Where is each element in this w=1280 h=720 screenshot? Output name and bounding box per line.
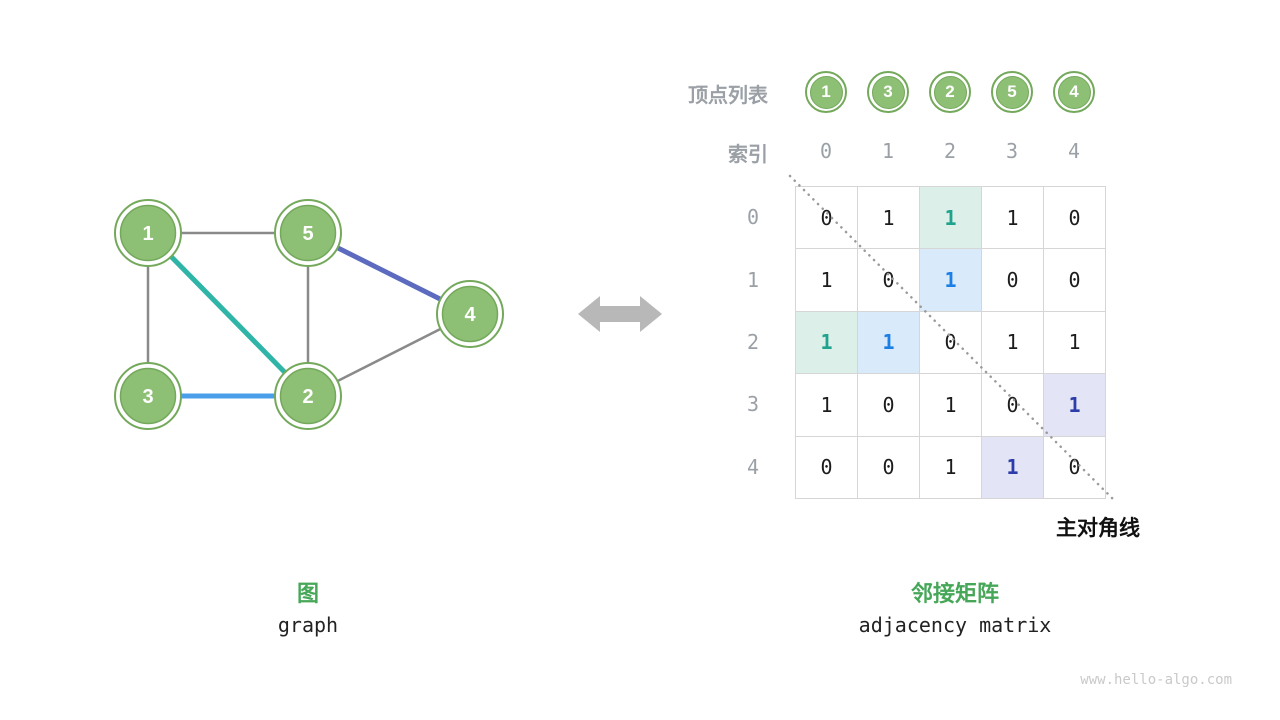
matrix-cell-3-0: 1: [796, 374, 858, 437]
vertex-chip-4: 4: [1053, 71, 1095, 113]
index-label: 索引: [728, 144, 768, 166]
vertex-chip-label: 2: [933, 75, 967, 109]
index-number-4: 4: [1067, 139, 1081, 163]
vertex-chip-1: 1: [805, 71, 847, 113]
row-label-2: 2: [746, 329, 760, 354]
matrix-cell-3-4: 1: [1044, 374, 1106, 437]
matrix-cell-4-0: 0: [796, 436, 858, 499]
matrix-cell-3-2: 1: [920, 374, 982, 437]
vertex-label: 5: [302, 223, 313, 245]
matrix-cell-0-3: 1: [982, 187, 1044, 250]
vertex-label: 1: [142, 223, 153, 245]
matrix-cell-1-1: 0: [858, 249, 920, 312]
matrix-cell-4-4: 0: [1044, 436, 1106, 499]
vertex-chip-5: 5: [991, 71, 1033, 113]
graph-vertex-1: 1: [114, 199, 182, 267]
vertex-layer: 1 5 4 3 2: [114, 199, 504, 430]
edge-layer: [146, 230, 472, 399]
matrix-cell-4-1: 0: [858, 436, 920, 499]
vertex-chip-label: 4: [1057, 75, 1091, 109]
vertex-label: 3: [142, 386, 153, 408]
main-diagonal-label: 主对角线: [1056, 517, 1140, 540]
matrix-cell-2-4: 1: [1044, 311, 1106, 375]
index-number-0: 0: [819, 139, 833, 163]
matrix-cell-2-2: 0: [920, 311, 982, 375]
matrix-cell-0-1: 1: [858, 187, 920, 250]
matrix-cell-2-0: 1: [796, 311, 858, 375]
matrix-cell-2-3: 1: [982, 311, 1044, 375]
index-number-3: 3: [1005, 139, 1019, 163]
matrix-cell-1-0: 1: [796, 249, 858, 312]
edge-2-4: [307, 312, 471, 398]
edge-1-2: [146, 231, 310, 398]
matrix-cell-3-3: 0: [982, 374, 1044, 437]
matrix-cell-1-2: 1: [920, 249, 982, 312]
matrix-cell-0-4: 0: [1044, 187, 1106, 250]
vertex-chip-label: 1: [809, 75, 843, 109]
graph-vertex-2: 2: [274, 362, 342, 430]
graph-caption-zh: 图: [296, 581, 319, 606]
vertex-chip-label: 3: [871, 75, 905, 109]
vertex-chip-label: 5: [995, 75, 1029, 109]
matrix-cell-4-3: 1: [982, 436, 1044, 499]
graph-vertex-4: 4: [436, 280, 504, 348]
graph-vertex-5: 5: [274, 199, 342, 267]
matrix-cell-0-2: 1: [920, 187, 982, 250]
matrix-cell-0-0: 0: [796, 187, 858, 250]
double-arrow-icon: [578, 296, 662, 332]
vertex-chip-3: 3: [867, 71, 909, 113]
vertex-label: 4: [464, 304, 476, 326]
vertex-list-label: 顶点列表: [688, 85, 768, 107]
row-label-4: 4: [746, 454, 760, 479]
graph-vertex-3: 3: [114, 362, 182, 430]
vertex-chip-2: 2: [929, 71, 971, 113]
index-number-2: 2: [943, 139, 957, 163]
edge-5-4: [306, 230, 472, 317]
vertex-label: 2: [302, 386, 313, 408]
row-label-3: 3: [746, 392, 760, 417]
matrix-caption-zh: 邻接矩阵: [910, 581, 999, 606]
matrix-cell-2-1: 1: [858, 311, 920, 375]
matrix-cell-1-4: 0: [1044, 249, 1106, 312]
matrix-cell-1-3: 0: [982, 249, 1044, 312]
watermark: www.hello-algo.com: [1080, 672, 1232, 688]
graph-caption-en: graph: [277, 613, 339, 637]
row-label-0: 0: [746, 205, 760, 230]
row-label-1: 1: [746, 267, 760, 292]
matrix-cell-4-2: 1: [920, 436, 982, 499]
matrix-caption-en: adjacency matrix: [858, 613, 1052, 637]
matrix-cell-3-1: 0: [858, 374, 920, 437]
index-number-1: 1: [881, 139, 895, 163]
